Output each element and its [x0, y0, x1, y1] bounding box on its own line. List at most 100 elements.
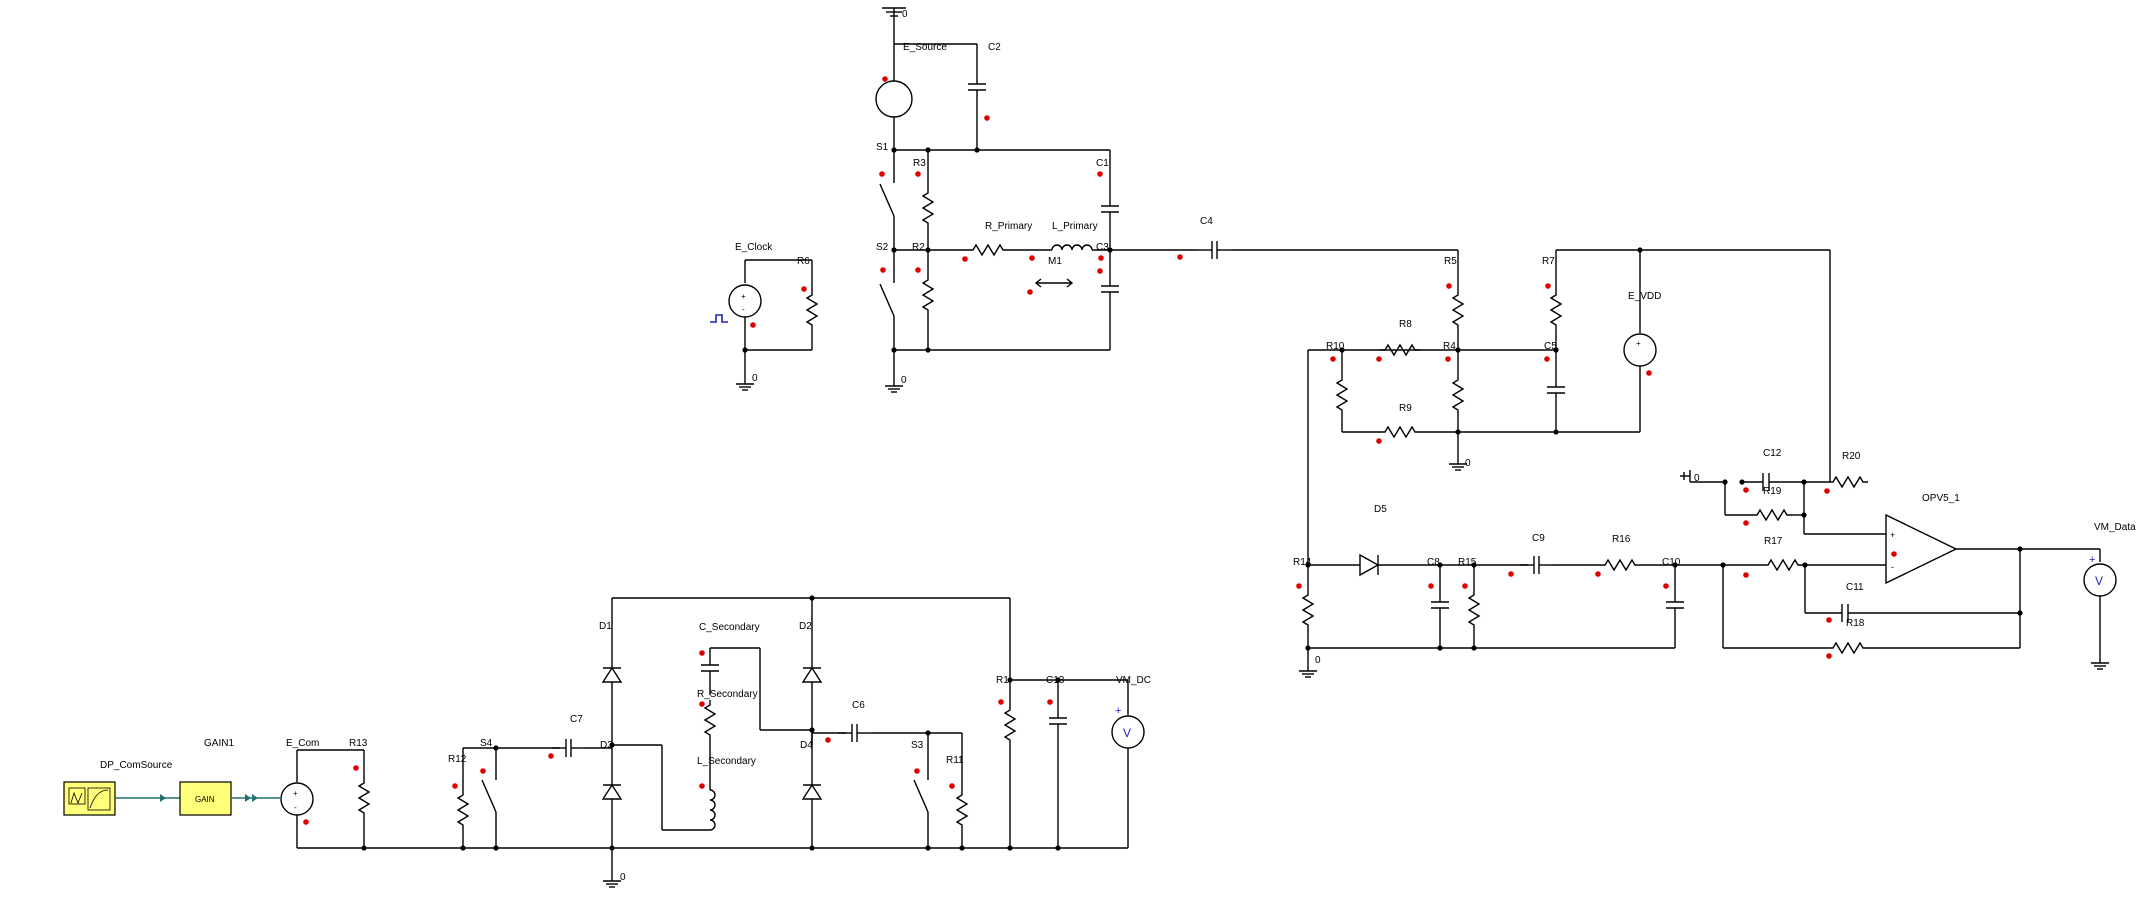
d5-label: D5: [1374, 504, 1387, 515]
r5-resistor[interactable]: [1452, 289, 1464, 331]
m1-label: M1: [1048, 256, 1062, 267]
r17-label: R17: [1764, 536, 1783, 547]
c6-capacitor[interactable]: [837, 723, 872, 743]
e-clock-label: E_Clock: [735, 242, 773, 253]
svg-text:+: +: [2089, 554, 2095, 566]
opamp-stage: 0 C12 R20 R19 OPV5_1 + - VM_D: [1680, 448, 2136, 670]
r18-resistor[interactable]: [1827, 642, 1869, 654]
r-primary-label: R_Primary: [985, 221, 1032, 232]
c13-label: C13: [1046, 675, 1065, 686]
c10-label: C10: [1662, 557, 1681, 568]
r19-resistor[interactable]: [1751, 509, 1793, 521]
opv-label: OPV5_1: [1922, 493, 1960, 504]
l-secondary-label: L_Secondary: [697, 756, 756, 767]
s2-switch[interactable]: [879, 283, 895, 317]
c9-capacitor[interactable]: [1519, 555, 1554, 575]
s1-label: S1: [876, 142, 889, 153]
svg-text:-: -: [294, 803, 297, 812]
r6-resistor[interactable]: [806, 289, 818, 331]
r6-label: R6: [797, 256, 810, 267]
r12-resistor[interactable]: [457, 789, 469, 831]
d5-diode[interactable]: [1359, 553, 1380, 577]
s3-label: S3: [911, 740, 924, 751]
r16-resistor[interactable]: [1599, 559, 1641, 571]
svg-text:-: -: [742, 305, 745, 314]
primary-circuit: 0 E_Source C2 S1 R3 C1: [875, 7, 1459, 393]
s4-switch[interactable]: [481, 779, 497, 813]
r4-resistor[interactable]: [1452, 374, 1464, 416]
vm-data-label: VM_Data: [2094, 522, 2136, 533]
clock-waveform-icon: [710, 314, 728, 323]
r15-resistor[interactable]: [1468, 589, 1480, 631]
s3-switch[interactable]: [913, 779, 929, 813]
r2-resistor[interactable]: [922, 274, 934, 316]
demod-chain: D5 C8 R15 C9 R16 C10 R14: [1293, 504, 1723, 678]
r20-label: R20: [1842, 451, 1861, 462]
r2-label: R2: [912, 242, 925, 253]
s4-label: S4: [480, 738, 493, 749]
e-source-icon[interactable]: [875, 80, 913, 118]
d2-label: D2: [799, 621, 812, 632]
r11-resistor[interactable]: [956, 789, 968, 831]
ground-label-neg: 0: [1694, 473, 1700, 484]
r20-resistor[interactable]: [1827, 476, 1869, 488]
c-secondary-label: C_Secondary: [699, 622, 760, 633]
svg-text:-: -: [1891, 562, 1894, 572]
opamp-symbol[interactable]: [1885, 513, 1958, 585]
c11-label: C11: [1846, 582, 1864, 593]
svg-text:+: +: [1115, 705, 1121, 717]
gain1-label: GAIN1: [204, 738, 234, 749]
clock-circuit: E_Clock + - R6 0: [710, 242, 818, 391]
r13-resistor[interactable]: [358, 777, 370, 819]
r4-label: R4: [1443, 341, 1456, 352]
c6-label: C6: [852, 700, 865, 711]
c4-capacitor[interactable]: [1197, 240, 1232, 260]
d2-diode[interactable]: [802, 667, 822, 683]
c7-label: C7: [570, 714, 583, 725]
ground-label-top: 0: [902, 9, 908, 20]
r16-label: R16: [1612, 534, 1631, 545]
ground-label-secondary: 0: [620, 872, 626, 883]
s2-label: S2: [876, 242, 889, 253]
r-secondary-label: R_Secondary: [697, 689, 758, 700]
s1-switch[interactable]: [879, 183, 895, 217]
ground-label-primary: 0: [901, 375, 907, 386]
r7-resistor[interactable]: [1550, 289, 1562, 331]
svg-text:GAIN: GAIN: [195, 795, 215, 804]
l-secondary-inductor[interactable]: [709, 789, 716, 831]
svg-text:+: +: [293, 789, 298, 798]
r-secondary-resistor[interactable]: [704, 699, 716, 741]
r13-label: R13: [349, 738, 368, 749]
c1-label: C1: [1096, 158, 1109, 169]
r19-label: R19: [1763, 486, 1782, 497]
svg-text:V: V: [2095, 574, 2103, 588]
r17-resistor[interactable]: [1762, 559, 1804, 571]
c7-capacitor[interactable]: [551, 738, 586, 758]
r-primary-resistor[interactable]: [967, 244, 1009, 256]
r3-resistor[interactable]: [922, 187, 934, 229]
svg-text:+: +: [741, 292, 746, 301]
d3-diode[interactable]: [602, 784, 622, 800]
e-source-label: E_Source: [903, 42, 947, 53]
r10-resistor[interactable]: [1336, 374, 1348, 416]
r14-resistor[interactable]: [1302, 589, 1314, 631]
c4-label: C4: [1200, 216, 1213, 227]
r9-label: R9: [1399, 403, 1412, 414]
d4-diode[interactable]: [802, 784, 822, 800]
dp-comsource-label: DP_ComSource: [100, 760, 173, 771]
d3-label: D3: [600, 740, 613, 751]
e-com-icon[interactable]: [280, 782, 314, 816]
svg-text:+: +: [1890, 530, 1895, 540]
r10-label: R10: [1326, 341, 1345, 352]
c2-label: C2: [988, 42, 1001, 53]
r1-resistor[interactable]: [1004, 704, 1016, 746]
svg-text:+: +: [1636, 339, 1641, 348]
e-clock-icon[interactable]: [728, 284, 762, 318]
r9-resistor[interactable]: [1379, 426, 1421, 438]
c5-label: C5: [1544, 341, 1557, 352]
ground-label-bias: 0: [1465, 458, 1471, 469]
l-primary-inductor[interactable]: [1051, 244, 1093, 251]
d1-diode[interactable]: [602, 667, 622, 683]
svg-text:V: V: [1123, 726, 1131, 740]
